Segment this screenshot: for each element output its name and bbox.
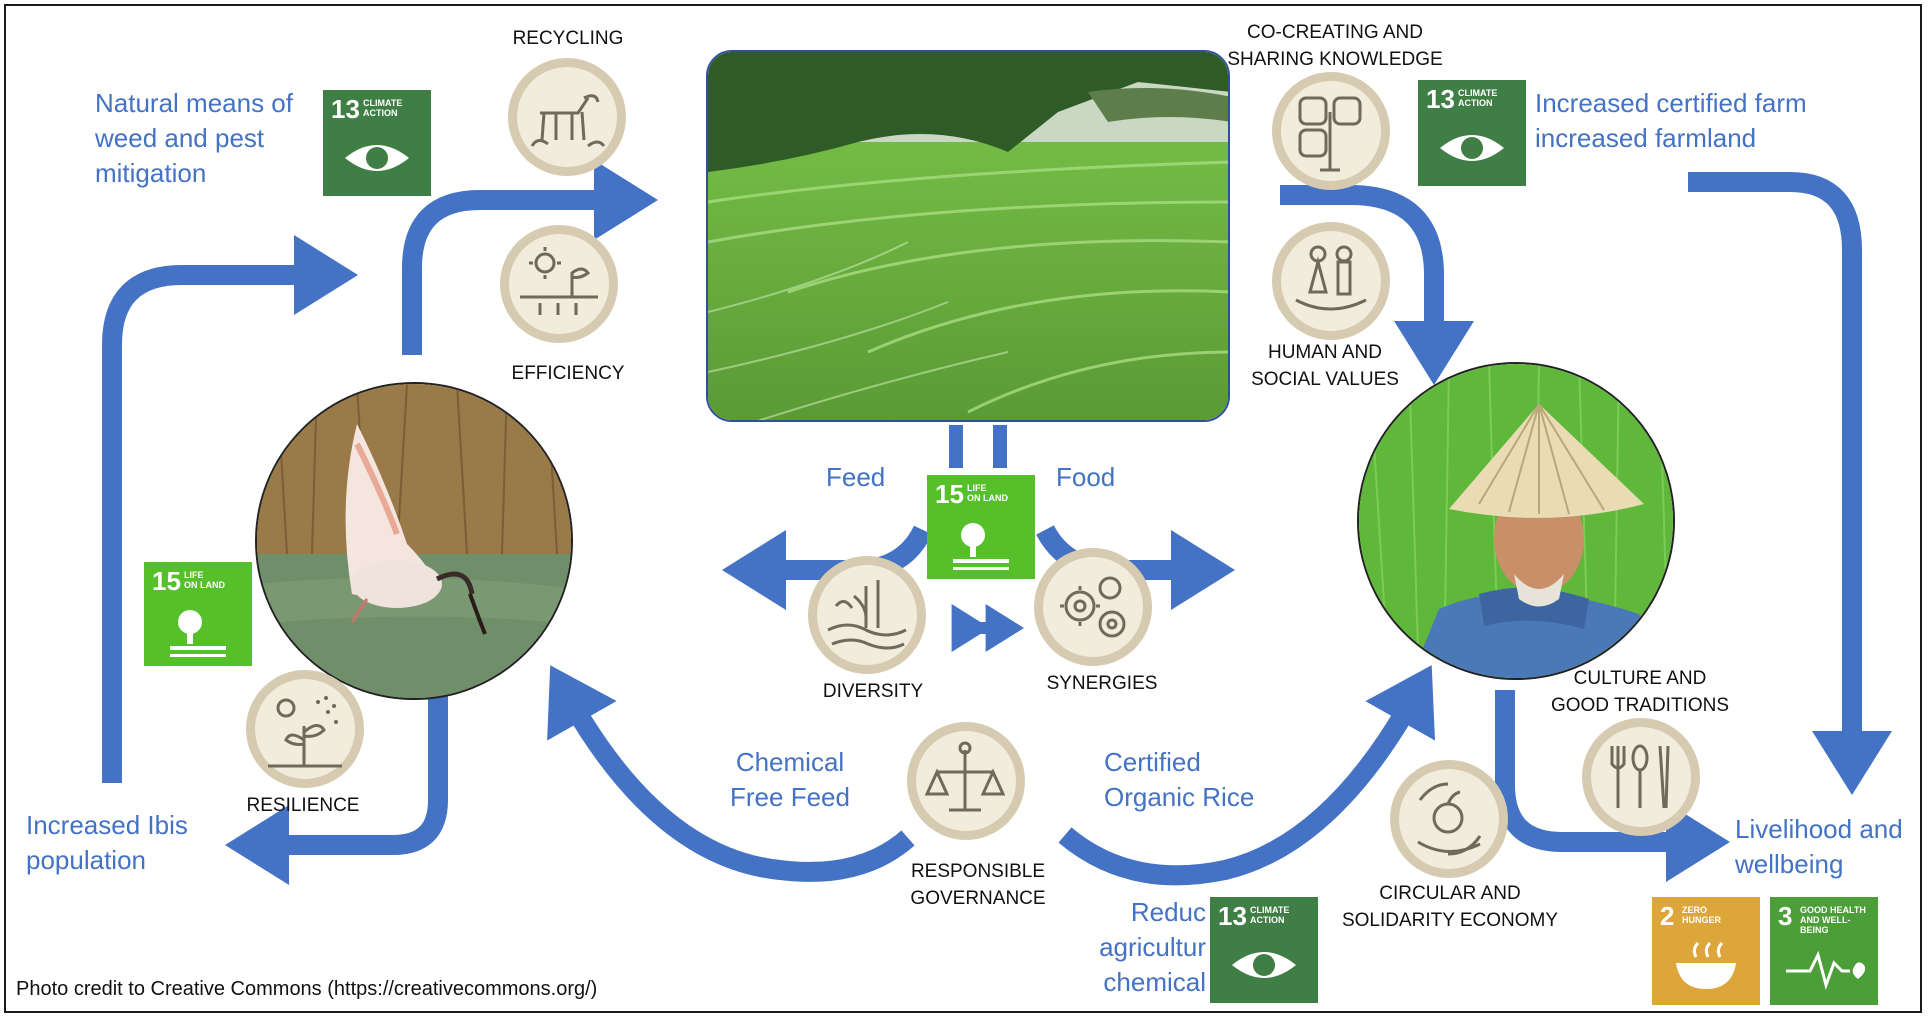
sdg3-label: GOOD HEALTH AND WELL-BEING xyxy=(1800,905,1866,935)
arrow-farmland-to-livelihood xyxy=(1688,172,1892,795)
sdg13-number: 13 xyxy=(1218,901,1247,931)
sdg2-number: 2 xyxy=(1660,901,1675,931)
reduced-chemical-label: Reduc agricultur chemical xyxy=(1099,897,1206,997)
sdg13-label: CLIMATE ACTION xyxy=(1250,905,1290,925)
sdg13-tile-top-left: 13 CLIMATE ACTION xyxy=(323,90,431,196)
sdg2-label: ZERO HUNGER xyxy=(1682,905,1722,925)
food-label: Food xyxy=(1056,462,1116,492)
chemical-free-feed-label: Chemical Free Feed xyxy=(730,747,850,812)
arrow-governance-to-ibis xyxy=(547,665,915,882)
livelihood-label: Livelihood and wellbeing xyxy=(1735,814,1903,879)
sdg13-label: CLIMATE ACTION xyxy=(363,98,403,118)
co-creating-caption: CO-CREATING AND SHARING KNOWLEDGE xyxy=(1227,22,1443,70)
sdg15-tile-left: 15 LIFE ON LAND xyxy=(144,562,252,666)
sdg15-label: LIFE ON LAND xyxy=(184,570,225,590)
human-social-values-icon xyxy=(1272,222,1390,340)
eye-earth-icon xyxy=(1232,952,1296,978)
arrow-governance-to-farmer xyxy=(1058,665,1435,886)
synergies-caption: SYNERGIES xyxy=(1046,673,1158,694)
diversity-caption: DIVERSITY xyxy=(822,681,924,702)
culture-caption: CULTURE AND GOOD TRADITIONS xyxy=(1550,668,1730,716)
natural-means-label: Natural means of weed and pest mitigatio… xyxy=(95,88,293,188)
sdg13-tile-bottom: 13 CLIMATE ACTION xyxy=(1210,897,1318,1003)
feed-label: Feed xyxy=(826,462,886,492)
rice-terrace-illustration xyxy=(708,52,1228,420)
recycling-icon xyxy=(508,58,626,176)
eye-earth-icon xyxy=(1440,135,1504,161)
heartbeat-icon xyxy=(1786,950,1866,990)
certified-organic-rice-label: Certified Organic Rice xyxy=(1104,747,1255,812)
diversity-icon xyxy=(808,556,926,674)
resilience-icon xyxy=(246,670,364,788)
sdg15-tile-center: 15 LIFE ON LAND xyxy=(927,475,1035,579)
synergies-icon xyxy=(1034,548,1152,666)
arrow-ibis-to-population xyxy=(225,690,448,885)
efficiency-caption: EFFICIENCY xyxy=(511,363,625,384)
increased-ibis-label: Increased Ibis population xyxy=(26,810,188,875)
efficiency-icon xyxy=(500,225,618,343)
sdg13-number: 13 xyxy=(1426,84,1455,114)
tree-icon xyxy=(170,610,226,657)
farmer-illustration xyxy=(1359,364,1673,678)
sdg2-tile: 2 ZERO HUNGER xyxy=(1652,897,1760,1005)
arrow-farmer-to-livelihood xyxy=(1495,690,1730,882)
responsible-governance-caption: RESPONSIBLE GOVERNANCE xyxy=(910,861,1046,909)
eye-earth-icon xyxy=(345,145,409,171)
recycling-caption: RECYCLING xyxy=(512,28,624,49)
sdg13-label: CLIMATE ACTION xyxy=(1458,88,1498,108)
culture-traditions-icon xyxy=(1582,718,1700,836)
human-social-caption: HUMAN AND SOCIAL VALUES xyxy=(1251,342,1399,390)
farmer-photo xyxy=(1357,362,1675,680)
sdg15-number: 15 xyxy=(935,479,964,509)
sdg3-number: 3 xyxy=(1778,901,1793,931)
sdg15-label: LIFE ON LAND xyxy=(967,483,1008,503)
bowl-icon xyxy=(1676,941,1736,989)
increased-certified-label: Increased certified farm increased farml… xyxy=(1535,88,1807,153)
resilience-caption: RESILIENCE xyxy=(246,795,360,816)
sdg13-tile-top-right: 13 CLIMATE ACTION xyxy=(1418,80,1526,186)
co-creating-knowledge-icon xyxy=(1272,72,1390,190)
arrow-left-outer-loop xyxy=(102,235,358,783)
sdg13-number: 13 xyxy=(331,94,360,124)
arrow-ibis-to-paddy xyxy=(402,160,658,355)
tree-icon xyxy=(953,523,1009,570)
circular-economy-icon xyxy=(1390,760,1508,878)
sdg15-number: 15 xyxy=(152,566,181,596)
arrow-knowledge-to-farmer xyxy=(1280,185,1474,385)
sdg3-tile: 3 GOOD HEALTH AND WELL-BEING xyxy=(1770,897,1878,1005)
responsible-governance-icon xyxy=(907,722,1025,840)
rice-terrace-photo xyxy=(706,50,1230,422)
photo-credit: Photo credit to Creative Commons (https:… xyxy=(16,978,598,1000)
diagram-frame xyxy=(4,4,1922,1013)
ibis-photo xyxy=(255,382,573,700)
circular-caption: CIRCULAR AND SOLIDARITY ECONOMY xyxy=(1341,883,1559,931)
ibis-illustration xyxy=(257,384,571,698)
